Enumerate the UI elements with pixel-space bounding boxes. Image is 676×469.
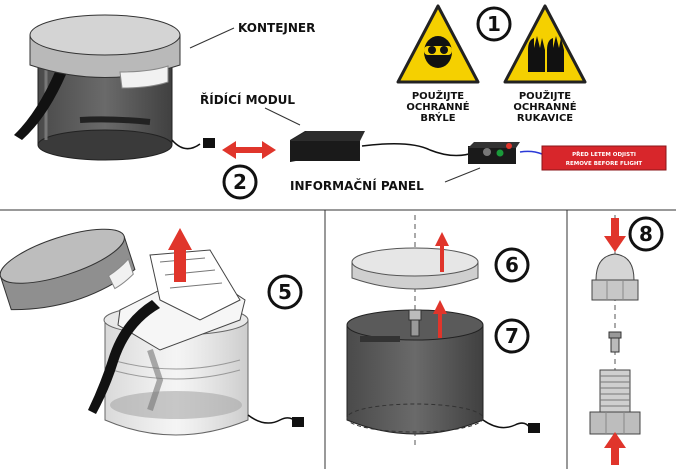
step-number: 2 — [233, 170, 247, 194]
step-number: 7 — [505, 324, 519, 348]
goggles-line-2: OCHRANNÉ — [406, 100, 469, 113]
step-marker-2: 2 — [222, 164, 258, 200]
step-marker-5: 5 — [267, 274, 303, 310]
control-module — [290, 131, 365, 162]
container-top — [14, 14, 181, 161]
step-number: 5 — [278, 280, 292, 304]
container-label: KONTEJNER — [238, 21, 315, 35]
step-number: 6 — [505, 253, 519, 277]
goggles-icon — [424, 36, 452, 68]
disc-and-jar — [346, 215, 540, 445]
step-marker-7: 7 — [494, 318, 530, 354]
panel-dividers — [0, 209, 676, 469]
info-panel-label: INFORMAČNÍ PANEL — [290, 178, 424, 193]
gloves-line-1: POUŽIJTE — [519, 89, 571, 102]
gloves-icon — [528, 36, 564, 72]
remove-before-flight-tag: PŘED LETEM ODJISTI REMOVE BEFORE FLIGHT — [541, 145, 667, 171]
info-panel — [468, 142, 520, 164]
step-markers: 1 2 5 6 7 8 — [222, 6, 664, 354]
step-number: 1 — [487, 12, 501, 36]
warning-goggles: POUŽIJTE OCHRANNÉ BRÝLE — [396, 4, 480, 124]
goggles-line-3: BRÝLE — [420, 111, 455, 124]
gloves-line-2: OCHRANNÉ — [513, 100, 576, 113]
gloves-line-3: RUKAVICE — [517, 113, 573, 124]
step-number: 8 — [639, 222, 653, 246]
step-marker-8: 8 — [628, 216, 664, 252]
nut-and-bolt — [589, 215, 641, 465]
goggles-line-1: POUŽIJTE — [412, 89, 464, 102]
step-marker-1: 1 — [476, 6, 512, 42]
step-marker-6: 6 — [494, 247, 530, 283]
double-arrow-icon — [222, 141, 276, 159]
tag-line-2: REMOVE BEFORE FLIGHT — [566, 161, 643, 167]
control-module-label: ŘÍDÍCÍ MODUL — [200, 92, 295, 107]
tag-line-1: PŘED LETEM ODJISTI — [572, 151, 636, 158]
warning-gloves: POUŽIJTE OCHRANNÉ RUKAVICE — [503, 4, 587, 124]
opened-container — [0, 228, 304, 436]
